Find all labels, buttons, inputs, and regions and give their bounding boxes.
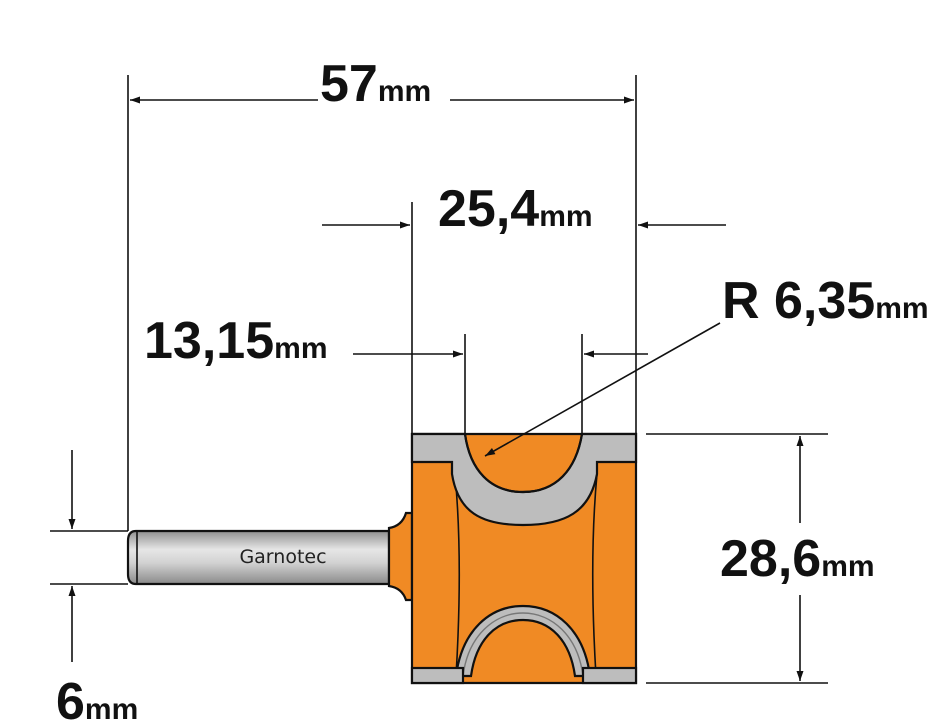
label-overall-width: 57mm <box>320 55 431 113</box>
shank-body <box>126 529 391 586</box>
neck <box>387 511 414 602</box>
label-radius: R 6,35mm <box>722 272 929 330</box>
radius-leader <box>484 322 721 457</box>
dimension-lines <box>50 75 828 684</box>
top-concave-inner <box>463 433 584 494</box>
cutter-body <box>410 432 638 685</box>
left-flange-edge <box>454 473 461 677</box>
label-shank-diameter: 6mm <box>56 673 138 727</box>
bottom-left-rim <box>410 666 465 685</box>
bottom-carbide-arc-inner <box>462 612 584 677</box>
bottom-right-rim <box>581 666 638 685</box>
shank: Garnotec <box>126 529 391 586</box>
shank-brand-label: Garnotec <box>239 546 326 568</box>
right-flange-edge <box>591 473 598 677</box>
label-cutting-height: 28,6mm <box>720 530 875 588</box>
cutter-orange-body <box>410 432 638 685</box>
label-cutting-width: 25,4mm <box>438 180 593 238</box>
label-offset: 13,15mm <box>144 312 328 370</box>
